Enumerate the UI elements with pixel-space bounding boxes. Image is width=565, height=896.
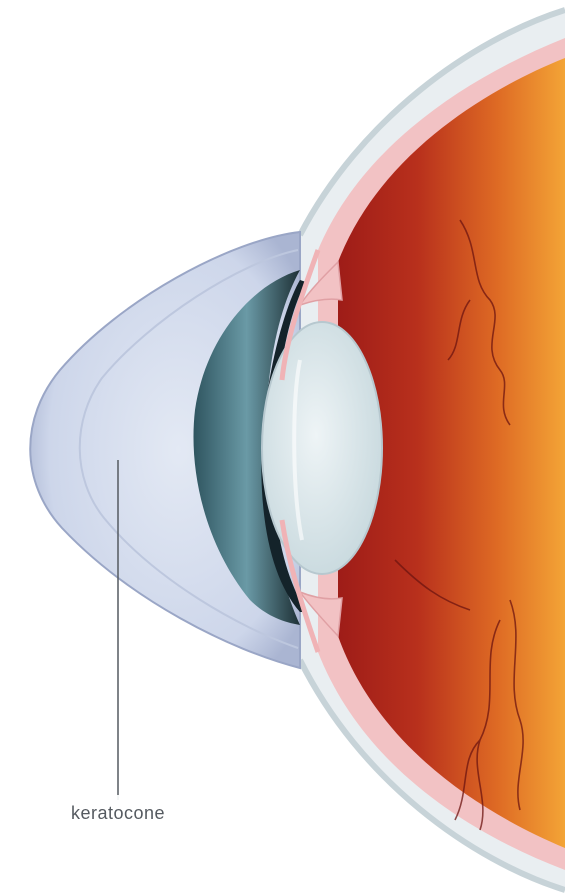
lens <box>262 322 382 574</box>
cornea-label-box: keratocone <box>34 795 202 831</box>
cornea-label: keratocone <box>71 803 165 824</box>
